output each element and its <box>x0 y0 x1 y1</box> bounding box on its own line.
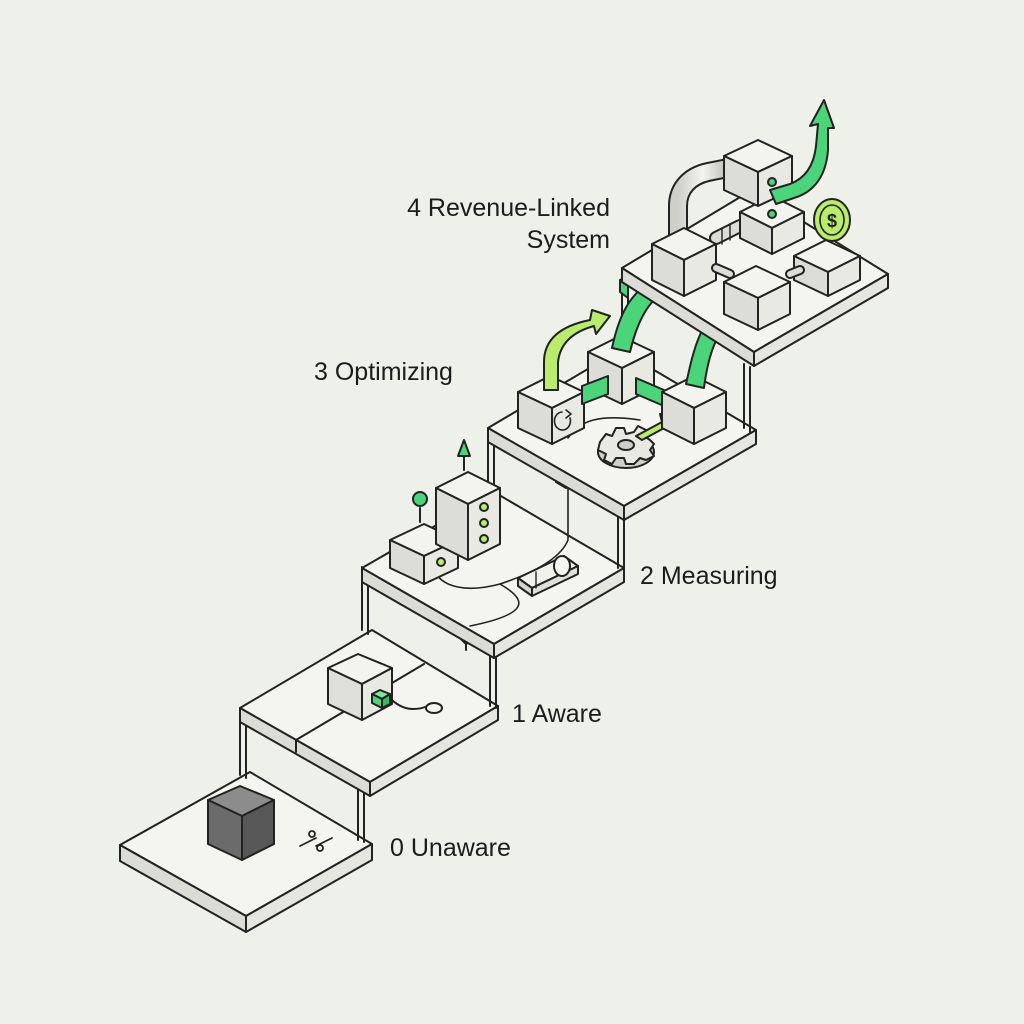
level-0-label: 0 Unaware <box>390 832 511 864</box>
level-0-text: 0 Unaware <box>390 834 511 862</box>
server-tower-icon <box>435 471 501 561</box>
sensor-cube-icon <box>327 653 393 721</box>
level-2-platform <box>361 491 625 659</box>
revenue-cube-icon <box>651 227 717 297</box>
green-link-icon <box>581 375 609 405</box>
output-cube-icon <box>661 375 727 445</box>
level-4-text-line1: 4 Revenue-Linked <box>407 194 610 222</box>
level-2-text: 2 Measuring <box>640 562 778 590</box>
level-1-text: 1 Aware <box>512 700 602 728</box>
level-3-label: 3 Optimizing <box>314 356 453 388</box>
coin-symbol: $ <box>827 211 837 231</box>
disconnected-plug-icon <box>299 830 333 852</box>
level-4-label: 4 Revenue-Linked System <box>330 192 610 256</box>
revenue-cube-icon <box>723 265 791 331</box>
level-3-text: 3 Optimizing <box>314 358 453 386</box>
antenna-arrow-icon <box>457 439 471 457</box>
capsule-device-icon <box>517 555 579 597</box>
growth-arrow-icon <box>769 99 835 205</box>
level-2-label: 2 Measuring <box>640 560 778 592</box>
dollar-coin-icon <box>813 198 851 242</box>
antenna-icon <box>412 491 428 507</box>
node-dot-icon <box>425 702 443 714</box>
top-cube-icon <box>723 139 793 219</box>
dark-cube-icon <box>207 785 275 861</box>
curved-arrow-icon <box>543 309 611 391</box>
level-1-label: 1 Aware <box>512 698 602 730</box>
level-4-text-line2: System <box>526 226 610 254</box>
gear-icon <box>597 425 655 469</box>
